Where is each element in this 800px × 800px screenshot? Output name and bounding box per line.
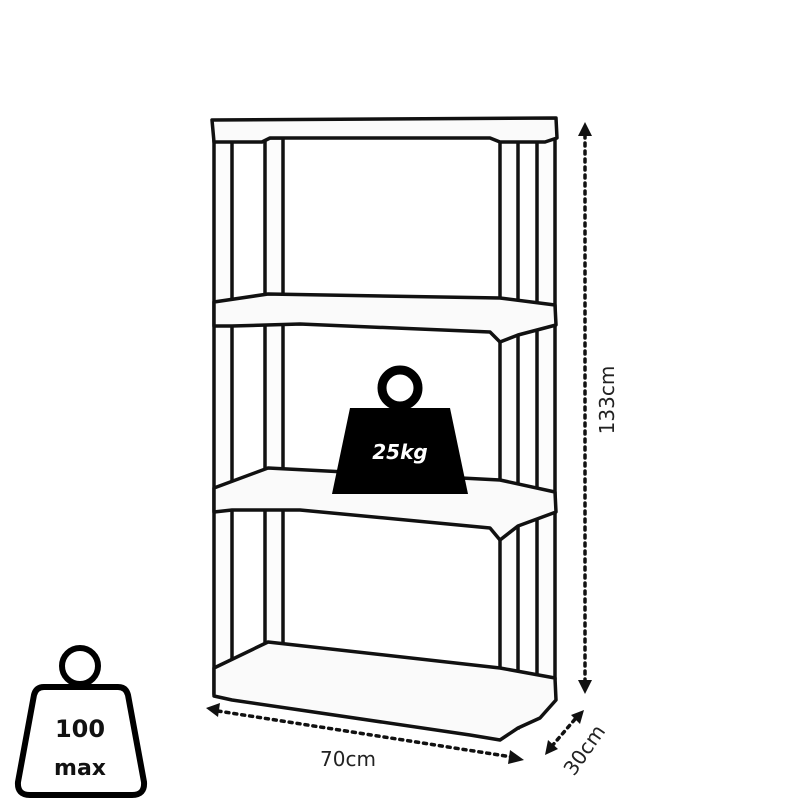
height-dimension-arrow — [578, 122, 592, 694]
shelf-2 — [212, 292, 558, 344]
shelf-weight-icon — [332, 365, 468, 494]
max-load-unit: max — [54, 756, 106, 781]
shelf-bottom — [212, 640, 558, 742]
depth-label: 30cm — [558, 720, 610, 780]
max-load-weight-icon — [14, 645, 148, 798]
shelf-top — [210, 116, 559, 144]
width-label: 70cm — [320, 747, 376, 771]
shelf-load-label: 25kg — [372, 440, 427, 464]
max-load-value: 100 — [55, 715, 105, 743]
width-dimension-arrow — [206, 703, 524, 764]
height-label: 133cm — [595, 366, 619, 435]
depth-dimension-arrow — [545, 710, 584, 755]
